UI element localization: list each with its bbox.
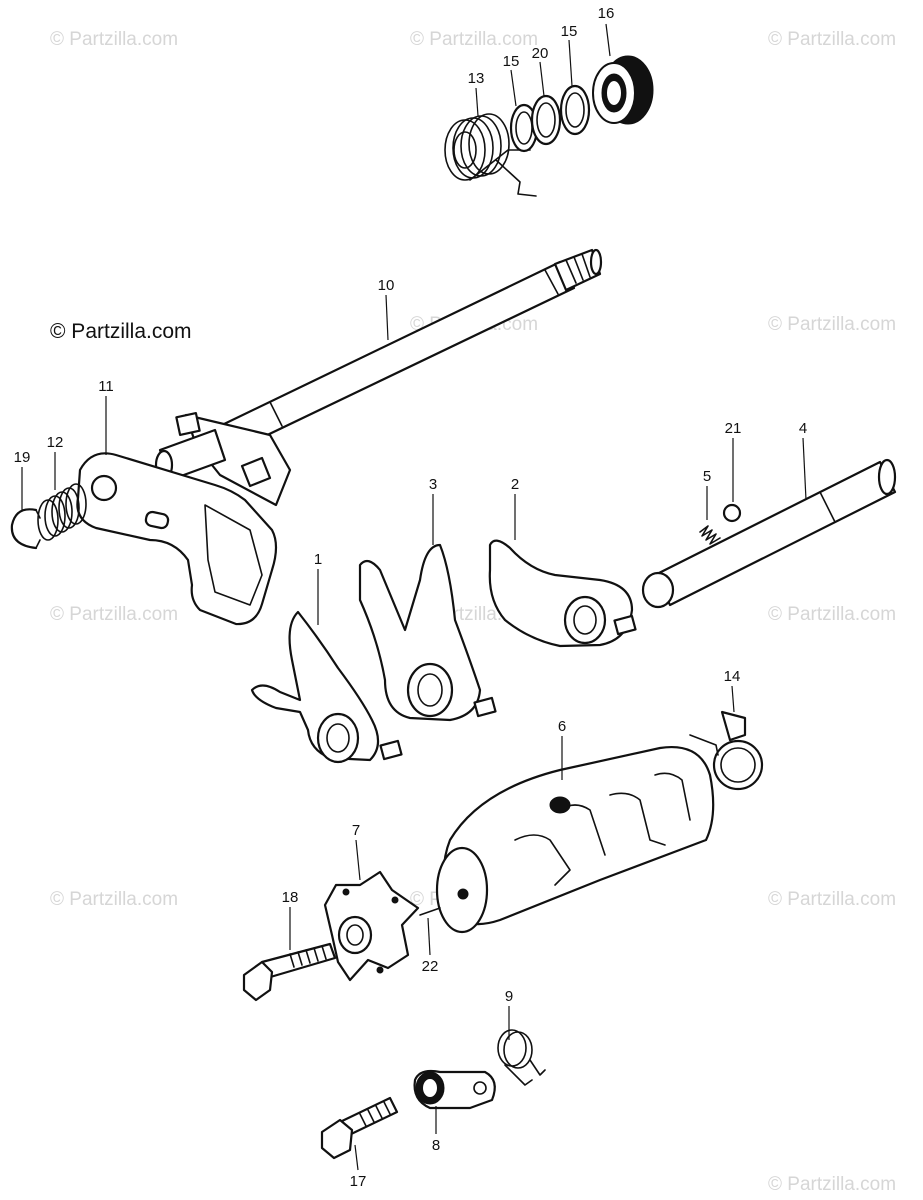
callout-21: 21: [725, 420, 742, 437]
leader-lines: [21, 23, 807, 1171]
bolt: [242, 942, 337, 1002]
callout-9: 9: [505, 988, 513, 1005]
callout-10: 10: [378, 277, 395, 294]
callout-15: 15: [561, 23, 578, 40]
callout-13: 13: [468, 70, 485, 87]
watermark: © Partzilla.com: [50, 29, 178, 50]
watermark: © Partzilla.com: [410, 29, 538, 50]
fork-guide-shaft: [641, 458, 897, 609]
watermark: © Partzilla.com: [50, 604, 178, 625]
callout-22: 22: [422, 958, 439, 975]
bolt-short: [320, 1096, 399, 1160]
callout-6: 6: [558, 718, 566, 735]
watermark-layer: © Partzilla.com © Partzilla.com © Partzi…: [50, 29, 896, 1195]
callout-labels: 16 15 20 15 13 10 11 12 19 21 5 4 3 2 1 …: [14, 5, 808, 1190]
stopper-spring: [497, 1029, 546, 1086]
pin: [419, 907, 441, 916]
callout-14: 14: [724, 668, 741, 685]
callout-8: 8: [432, 1137, 440, 1154]
callout-19: 19: [14, 449, 31, 466]
shift-fork-right: [488, 539, 637, 648]
watermark: © Partzilla.com: [50, 889, 178, 910]
washer: [530, 94, 562, 146]
neutral-ball: [722, 503, 742, 523]
callout-12: 12: [47, 434, 64, 451]
drum-stopper: [413, 1069, 496, 1110]
callout-4: 4: [799, 420, 807, 437]
callout-18: 18: [282, 889, 299, 906]
gear-shift-drum: [435, 746, 715, 934]
callout-2: 2: [511, 476, 519, 493]
drum-plate: [689, 710, 764, 791]
watermark: © Partzilla.com: [768, 29, 896, 50]
washer: [559, 84, 591, 136]
shift-fork-left: [358, 543, 497, 722]
washer: [509, 103, 539, 153]
watermark: © Partzilla.com: [768, 1174, 896, 1195]
callout-7: 7: [352, 822, 360, 839]
shift-fork-center: [250, 610, 403, 764]
drum-center: [323, 870, 420, 982]
spring: [37, 483, 87, 541]
watermark: © Partzilla.com: [768, 889, 896, 910]
callout-11: 11: [98, 378, 114, 395]
callout-1: 1: [314, 551, 322, 568]
callout-20: 20: [532, 45, 549, 62]
callout-16: 16: [598, 5, 615, 22]
callout-5: 5: [703, 468, 711, 485]
callout-3: 3: [429, 476, 437, 493]
watermark: © Partzilla.com: [768, 314, 896, 335]
spring-small: [699, 525, 721, 545]
watermark: © Partzilla.com: [768, 604, 896, 625]
partzilla-credit: © Partzilla.com: [50, 320, 192, 343]
circlip: [10, 508, 41, 550]
callout-15: 15: [503, 53, 520, 70]
callout-17: 17: [350, 1173, 367, 1190]
gearshift-arm: [76, 452, 278, 626]
oil-seal: [592, 55, 654, 125]
shift-spindle: [154, 248, 603, 507]
